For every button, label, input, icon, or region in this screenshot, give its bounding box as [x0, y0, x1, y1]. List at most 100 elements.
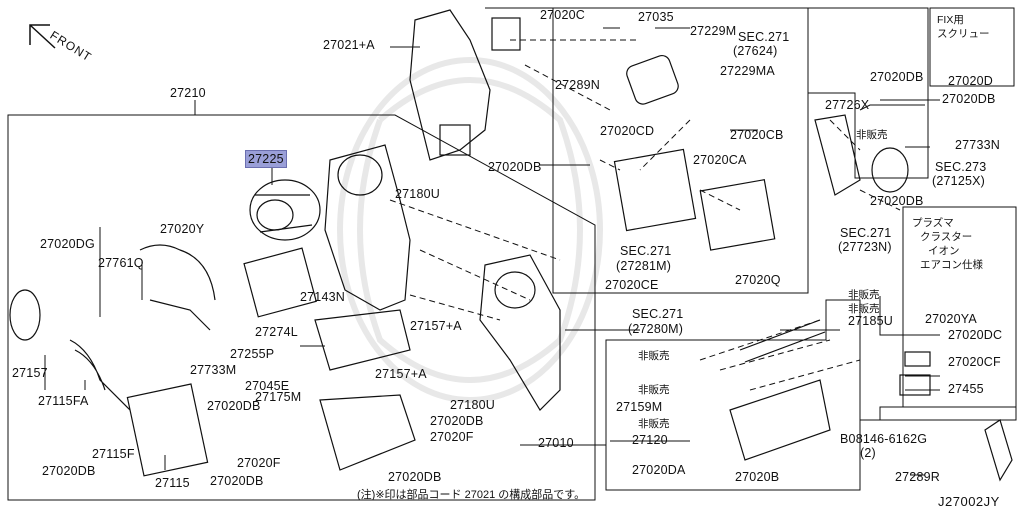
front-arrow	[29, 24, 56, 49]
part-label-27020dg[interactable]: 27020DG	[40, 237, 95, 251]
part-actuator-assembly	[729, 379, 831, 461]
part-label-27120[interactable]: 27120	[632, 433, 668, 447]
part-label-27733n[interactable]: 27733N	[955, 138, 1000, 152]
part-blower-housing	[324, 144, 411, 311]
part-pad-27020c	[491, 17, 521, 51]
part-label-27020y[interactable]: 27020Y	[160, 222, 205, 236]
part-label-27020db-f[interactable]: 27020DB	[488, 160, 542, 174]
watermark-emblem	[337, 57, 603, 403]
part-label-27020db-h[interactable]: 27020DB	[942, 92, 996, 106]
bolt-qty: (2)	[860, 446, 876, 460]
sec273-ref: (27125X)	[932, 174, 986, 188]
part-label-27020ca[interactable]: 27020CA	[693, 153, 747, 167]
part-label-27157a-a[interactable]: 27157+A	[410, 319, 462, 333]
part-label-27020q[interactable]: 27020Q	[735, 273, 781, 287]
part-label-27180u-a[interactable]: 27180U	[395, 187, 440, 201]
part-label-27020f-a[interactable]: 27020F	[430, 430, 474, 444]
part-heater-core	[126, 383, 209, 477]
part-27289r	[984, 419, 1013, 482]
part-label-27225[interactable]: 27225	[245, 150, 287, 168]
part-label-27020db-e[interactable]: 27020DB	[388, 470, 442, 484]
part-label-27045e[interactable]: 27045E	[245, 379, 290, 393]
part-label-27020ya[interactable]: 27020YA	[925, 312, 977, 326]
part-label-27115fa[interactable]: 27115FA	[38, 394, 89, 408]
part-label-27020db-d[interactable]: 27020DB	[210, 474, 264, 488]
part-label-27020cf[interactable]: 27020CF	[948, 355, 1001, 369]
part-label-27020db-i[interactable]: 27020DB	[870, 194, 924, 208]
part-label-27020db-c[interactable]: 27020DB	[430, 414, 484, 428]
part-label-27020db-g[interactable]: 27020DB	[870, 70, 924, 84]
part-label-27229m[interactable]: 27229M	[690, 24, 737, 38]
part-pipes	[69, 339, 131, 411]
bolt-label[interactable]: B08146-6162G	[840, 432, 928, 446]
frame-fix-box	[929, 7, 1015, 87]
frame-27010	[605, 299, 1017, 491]
part-label-27020cd[interactable]: 27020CD	[600, 124, 655, 138]
not-for-sale-1: 非販売	[856, 129, 888, 141]
part-label-27035[interactable]: 27035	[638, 10, 674, 24]
part-label-27175m[interactable]: 27175M	[255, 390, 302, 404]
part-label-27020ce[interactable]: 27020CE	[605, 278, 659, 292]
plasma-box-line-3: イオン	[928, 245, 960, 257]
part-label-27289r[interactable]: 27289R	[895, 470, 940, 484]
sec271-c-ref: (27723N)	[838, 240, 892, 254]
part-label-27020da[interactable]: 27020DA	[632, 463, 686, 477]
part-label-27159m[interactable]: 27159M	[616, 400, 663, 414]
part-evap-case	[314, 309, 411, 371]
part-label-27020db-a[interactable]: 27020DB	[207, 399, 261, 413]
sec271-c-label[interactable]: SEC.271	[840, 226, 892, 240]
part-lower-case	[319, 394, 416, 471]
not-for-sale-2: 非販売	[848, 289, 880, 301]
part-label-27020f-b[interactable]: 27020F	[237, 456, 281, 470]
part-label-27733m[interactable]: 27733M	[190, 363, 237, 377]
footnote: (注)※印は部品コード 27021 の構成部品です。	[357, 489, 586, 501]
part-label-27021a[interactable]: 27021+A	[323, 38, 375, 52]
part-label-27020b[interactable]: 27020B	[735, 470, 780, 484]
part-label-27210[interactable]: 27210	[170, 86, 206, 100]
part-label-27180u-b[interactable]: 27180U	[450, 398, 495, 412]
part-duct-27021a	[409, 9, 491, 161]
sec271-a-ref: (27624)	[733, 44, 778, 58]
part-label-27761q[interactable]: 27761Q	[98, 256, 144, 270]
part-label-27115f[interactable]: 27115F	[92, 447, 135, 461]
plasma-box-line-4: エアコン仕様	[920, 259, 983, 271]
fix-box-title: FIX用	[937, 14, 964, 26]
fix-box-part[interactable]: 27020D	[948, 74, 993, 88]
sec273-label[interactable]: SEC.273	[935, 160, 987, 174]
part-label-27289n[interactable]: 27289N	[555, 78, 600, 92]
part-ionizer	[626, 54, 679, 105]
part-label-27020dc[interactable]: 27020DC	[948, 328, 1003, 342]
part-filter-27274l	[243, 247, 317, 318]
part-label-27157[interactable]: 27157	[12, 366, 48, 380]
part-blower-motor	[249, 179, 321, 241]
part-label-27020cb[interactable]: 27020CB	[730, 128, 784, 142]
frame-sec271-inner	[552, 7, 809, 294]
not-for-sale-4: 非販売	[638, 350, 670, 362]
part-label-27274l[interactable]: 27274L	[255, 325, 298, 339]
part-label-27020c[interactable]: 27020C	[540, 8, 585, 22]
part-label-27185u[interactable]: 27185U	[848, 314, 893, 328]
sec271-d-ref: (27280M)	[628, 322, 684, 336]
not-for-sale-5: 非販売	[638, 384, 670, 396]
part-label-27157a-b[interactable]: 27157+A	[375, 367, 427, 381]
part-right-duct	[479, 254, 561, 411]
fix-box-subtitle: スクリュー	[937, 28, 990, 40]
part-label-27143n[interactable]: 27143N	[300, 290, 345, 304]
sec271-a-label[interactable]: SEC.271	[738, 30, 790, 44]
part-label-27010[interactable]: 27010	[538, 436, 574, 450]
part-label-27229ma[interactable]: 27229MA	[720, 64, 775, 78]
part-harness	[139, 244, 216, 331]
diagram-code: J27002JY	[938, 494, 1000, 509]
part-label-27455[interactable]: 27455	[948, 382, 984, 396]
part-label-27115[interactable]: 27115	[155, 476, 190, 490]
sec271-b-label[interactable]: SEC.271	[620, 244, 672, 258]
not-for-sale-6: 非販売	[638, 418, 670, 430]
plasma-box-line-2: クラスター	[920, 231, 973, 243]
part-label-27726x[interactable]: 27726X	[825, 98, 870, 112]
part-label-27020db-b[interactable]: 27020DB	[42, 464, 96, 478]
part-27455	[899, 374, 931, 396]
part-label-27255p[interactable]: 27255P	[230, 347, 275, 361]
sec271-d-label[interactable]: SEC.271	[632, 307, 684, 321]
